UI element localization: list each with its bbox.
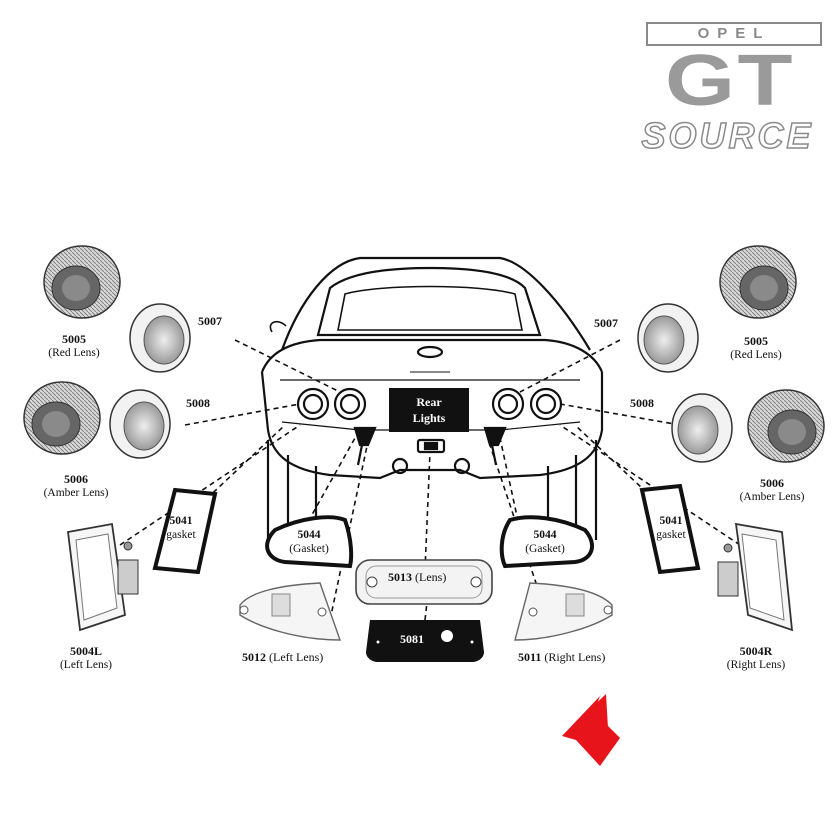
label-5006-left-desc: (Amber Lens): [43, 487, 109, 499]
part-5011-illustration: [514, 582, 613, 641]
label-5004R-num: 5004R: [739, 644, 773, 658]
label-5012: 5012 (Left Lens): [242, 650, 323, 664]
label-5008-left: 5008: [186, 396, 210, 410]
label-5012-desc: (Left Lens): [269, 650, 324, 664]
label-5005-right: 5005 (Red Lens): [720, 334, 792, 362]
part-5006-right-illustration: [747, 389, 825, 463]
label-5044-right-desc: (Gasket): [525, 543, 565, 555]
label-5044-left: 5044 (Gasket): [276, 528, 342, 556]
label-5013-desc: (Lens): [415, 570, 447, 584]
part-5008-right-illustration: [671, 393, 733, 463]
label-5005-left-num: 5005: [62, 332, 86, 346]
label-5041-left: 5041 gasket: [160, 514, 202, 542]
part-5008-left-illustration: [109, 389, 171, 459]
part-5004R-illustration: [717, 522, 794, 632]
part-5081-label: 5081: [400, 632, 424, 646]
label-5041-right-num: 5041: [659, 515, 683, 527]
part-5007-right-illustration: [637, 303, 699, 373]
label-5004L-desc: (Left Lens): [59, 659, 113, 671]
part-5007-left-illustration: [129, 303, 191, 373]
label-5004R-desc: (Right Lens): [726, 659, 786, 671]
label-5005-left: 5005 (Red Lens): [38, 332, 110, 360]
label-5007-right: 5007: [594, 316, 618, 330]
part-5041-left-illustration: [152, 487, 218, 575]
label-5044-left-desc: (Gasket): [289, 543, 329, 555]
label-5004L: 5004L (Left Lens): [48, 644, 124, 672]
label-5011-desc: (Right Lens): [544, 650, 606, 664]
label-5006-left: 5006 (Amber Lens): [28, 472, 124, 500]
label-5006-right-desc: (Amber Lens): [739, 491, 805, 503]
part-5005-left-illustration: [43, 245, 121, 319]
label-5006-right: 5006 (Amber Lens): [724, 476, 820, 504]
label-5005-left-desc: (Red Lens): [48, 347, 100, 359]
part-5044-right-illustration: [499, 515, 595, 569]
logo-opel-text: OPEL: [646, 22, 822, 46]
part-5041-right-illustration: [639, 483, 701, 575]
part-5013-illustration: [355, 559, 493, 605]
label-5005-right-desc: (Red Lens): [730, 349, 782, 361]
part-5081-illustration: [366, 620, 484, 662]
label-5008-right: 5008: [630, 396, 654, 410]
part-5005-right-illustration: [719, 245, 797, 319]
label-5011-num: 5011: [518, 650, 542, 664]
label-5041-left-num: 5041: [169, 515, 193, 527]
label-5044-right: 5044 (Gasket): [512, 528, 578, 556]
opel-gt-source-logo: OPEL GT SOURCE: [630, 18, 825, 158]
part-5004L-illustration: [67, 522, 139, 632]
label-5011: 5011 (Right Lens): [518, 650, 605, 664]
logo-source-text: SOURCE: [641, 115, 814, 157]
logo-gt-text: GT: [665, 41, 795, 121]
part-5044-left-illustration: [265, 515, 354, 569]
label-5004L-num: 5004L: [69, 644, 102, 658]
label-5044-right-num: 5044: [533, 529, 557, 541]
label-5013-num: 5013: [388, 570, 412, 584]
label-5005-right-num: 5005: [744, 334, 768, 348]
label-5004R: 5004R (Right Lens): [716, 644, 796, 672]
label-5041-right: 5041 gasket: [650, 514, 692, 542]
part-5012-illustration: [239, 582, 341, 641]
label-5013: 5013 (Lens): [388, 570, 446, 584]
label-5044-left-num: 5044: [297, 529, 321, 541]
label-5006-right-num: 5006: [760, 476, 784, 490]
label-5041-left-desc: gasket: [166, 529, 196, 541]
label-5006-left-num: 5006: [64, 472, 88, 486]
red-arrow-icon: [562, 694, 620, 766]
label-5007-left: 5007: [198, 314, 222, 328]
label-5012-num: 5012: [242, 650, 266, 664]
label-5041-right-desc: gasket: [656, 529, 686, 541]
part-5006-left-illustration: [23, 381, 101, 455]
